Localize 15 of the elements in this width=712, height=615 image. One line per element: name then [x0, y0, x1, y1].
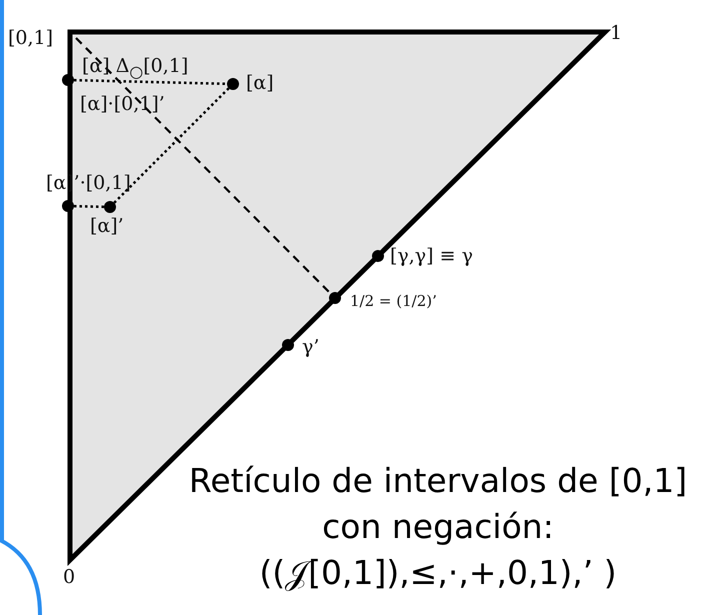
- point-label: 1/2 = (1/2)’: [350, 291, 437, 312]
- math-label: 0: [63, 566, 76, 588]
- math-label: 1: [610, 22, 622, 44]
- point-label: [α]’: [90, 215, 124, 237]
- dotted-line: [113, 87, 230, 204]
- caption: Retículo de intervalos de [0,1] con negación: ((𝒥[0,1]),≤,·,+,0,1),’ ): [188, 460, 688, 594]
- point-label: [α] Δ$_{○}$[0,1]: [82, 55, 188, 83]
- point-label: [γ,γ] ≡ γ: [390, 245, 473, 267]
- dotted-line: [74, 78, 228, 86]
- point-label: γ’: [302, 336, 320, 358]
- point-label: [0,1]: [8, 27, 54, 49]
- point-label: [α]: [246, 72, 274, 94]
- dotted-line: [74, 204, 104, 208]
- dashed-line: [75, 37, 332, 295]
- math-label: [α]·[0,1]’: [80, 93, 165, 115]
